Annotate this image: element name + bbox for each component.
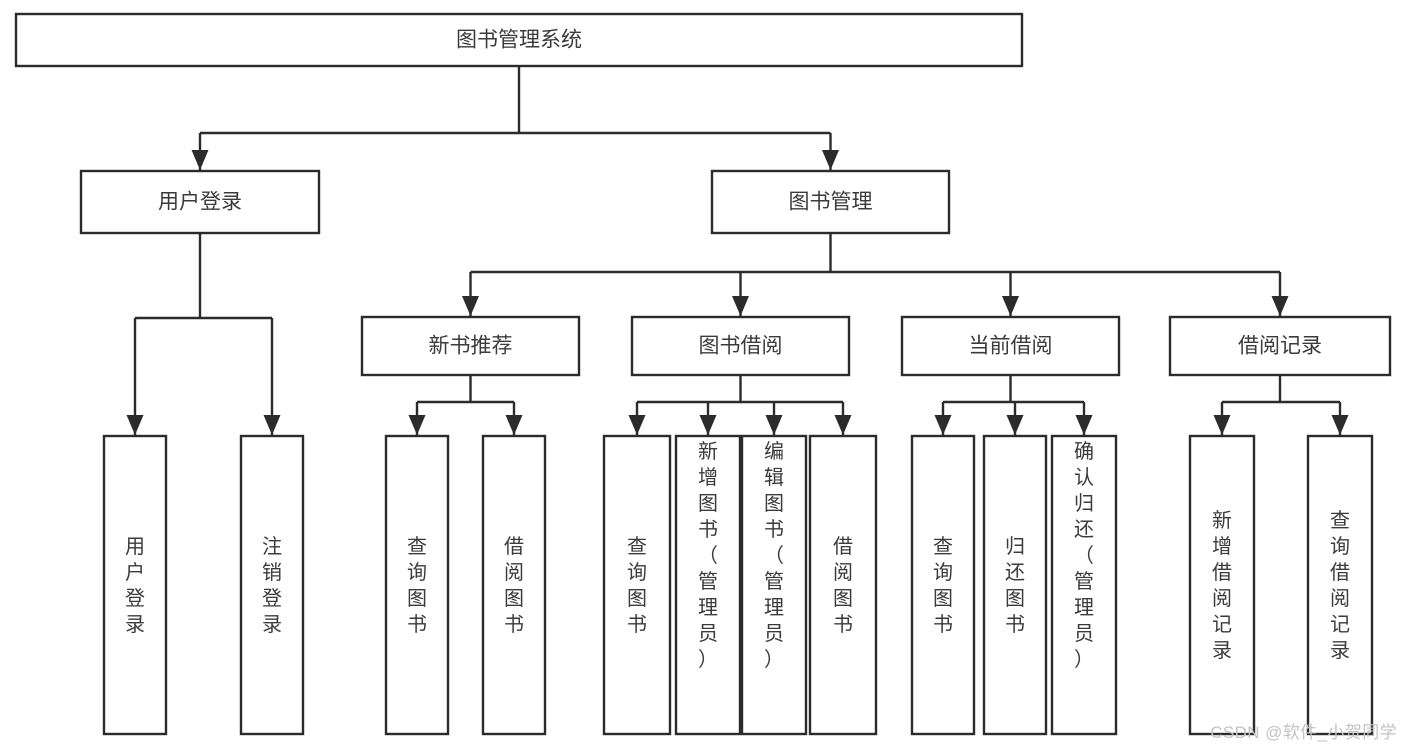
node-box [384,434,450,736]
node-label: 用户登录 [158,191,242,214]
node-leaf-edit-book[interactable]: 编辑图书（管理员） [740,434,808,736]
node-box [808,434,878,736]
node-box [740,434,808,736]
node-label: 用户登录 [125,536,145,636]
node-box [1306,434,1374,736]
node-root[interactable]: 图书管理系统 [14,12,1024,68]
connector-layer [126,66,1349,435]
node-leaf-logout[interactable]: 注销登录 [239,434,305,736]
node-label: 查询图书 [407,535,427,636]
node-box [710,169,951,235]
node-label: 图书管理 [789,191,873,214]
node-label: 新书推荐 [429,335,513,358]
node-box [900,315,1121,377]
node-box [1188,434,1256,736]
node-leaf-query-book-2[interactable]: 查询图书 [602,434,672,736]
node-leaf-confirm-return[interactable]: 确认归还（管理员） [1050,434,1118,736]
node-label: 查询图书 [627,535,647,636]
node-leaf-query-book-1[interactable]: 查询图书 [384,434,450,736]
node-label: 图书管理系统 [456,29,582,52]
node-box [602,434,672,736]
node-leaf-user-login[interactable]: 用户登录 [102,434,168,736]
node-box [1168,315,1392,377]
node-leaf-add-record[interactable]: 新增借阅记录 [1188,434,1256,736]
node-label: 借阅图书 [504,535,524,636]
node-box [14,12,1024,68]
node-box [239,434,305,736]
node-label: 图书借阅 [699,335,783,358]
node-label: 借阅图书 [833,535,853,636]
node-box [630,315,851,377]
csdn-watermark: CSDN @软件_小贺同学 [1210,723,1397,742]
node-leaf-query-book-3[interactable]: 查询图书 [910,434,976,736]
node-label: 新增图书（管理员） [698,440,718,671]
node-box [1050,434,1118,736]
node-label: 编辑图书（管理员） [764,440,784,671]
node-label: 新增借阅记录 [1212,509,1232,662]
node-box [674,434,742,736]
node-label: 查询借阅记录 [1330,509,1350,662]
node-leaf-return-book[interactable]: 归还图书 [982,434,1048,736]
node-book-borrow[interactable]: 图书借阅 [630,315,851,377]
node-label: 查询图书 [933,535,953,636]
node-leaf-borrow-book-2[interactable]: 借阅图书 [808,434,878,736]
node-leaf-query-record[interactable]: 查询借阅记录 [1306,434,1374,736]
node-label: 借阅记录 [1238,335,1322,358]
node-current-borrow[interactable]: 当前借阅 [900,315,1121,377]
node-new-book-recommend[interactable]: 新书推荐 [360,315,581,377]
node-label: 当前借阅 [969,335,1053,358]
node-box [102,434,168,736]
node-box [360,315,581,377]
node-box [910,434,976,736]
node-box [982,434,1048,736]
node-user-login[interactable]: 用户登录 [79,169,321,235]
node-leaf-add-book[interactable]: 新增图书（管理员） [674,434,742,736]
node-book-manage[interactable]: 图书管理 [710,169,951,235]
node-label: 归还图书 [1005,535,1025,636]
node-label: 确认归还（管理员） [1074,440,1094,671]
node-leaf-borrow-book-1[interactable]: 借阅图书 [481,434,547,736]
node-borrow-record[interactable]: 借阅记录 [1168,315,1392,377]
node-label: 注销登录 [262,535,282,636]
node-box [79,169,321,235]
node-box [481,434,547,736]
node-layer: 图书管理系统用户登录图书管理新书推荐图书借阅当前借阅借阅记录用户登录注销登录查询… [14,12,1392,736]
